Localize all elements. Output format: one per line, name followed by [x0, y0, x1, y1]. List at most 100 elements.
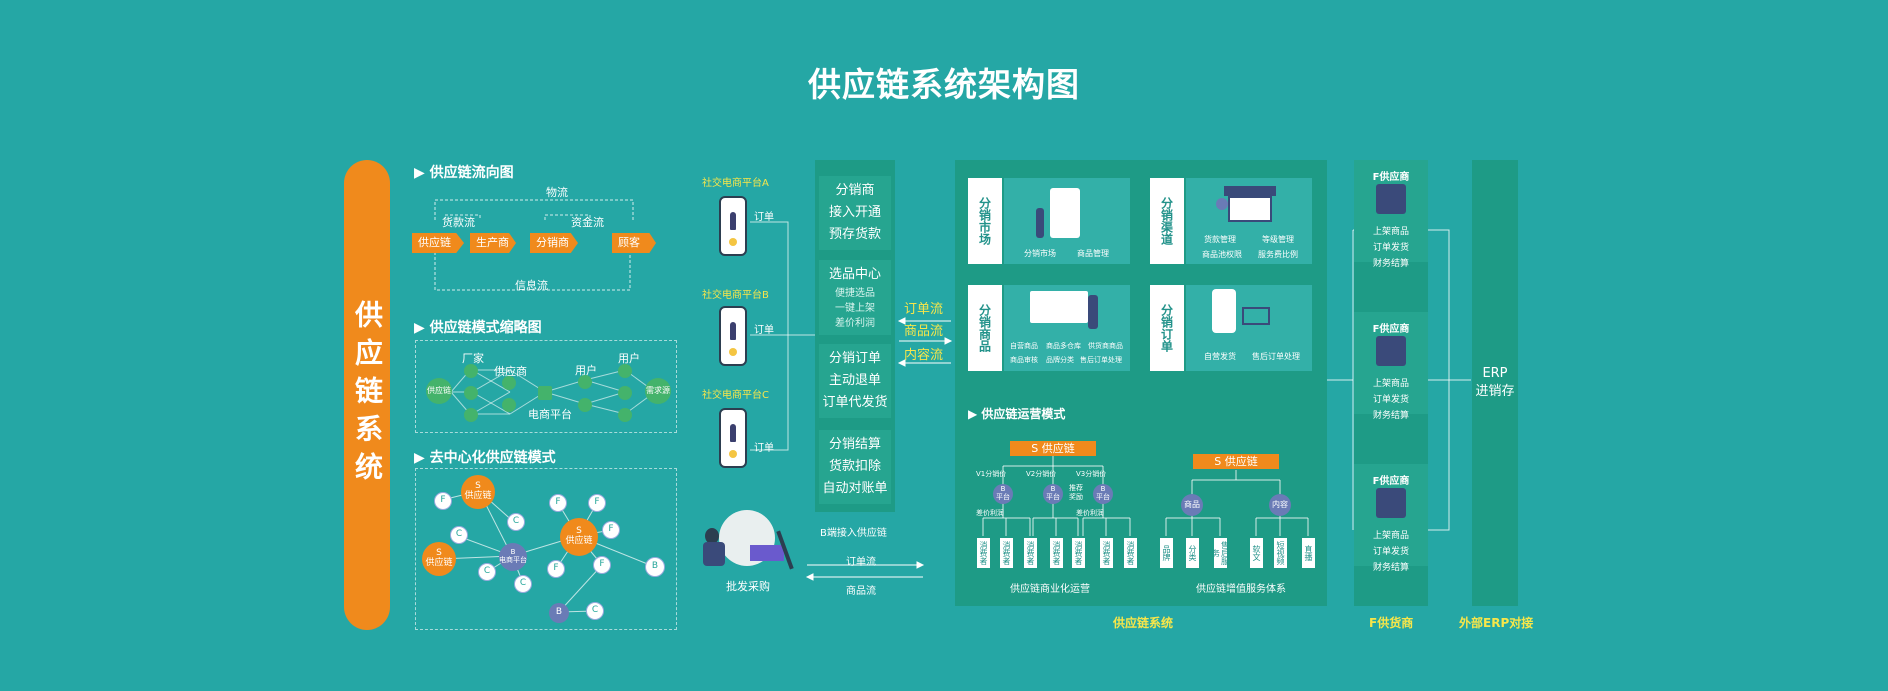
ops-left-caption: 供应链商业化运营: [1010, 584, 1090, 595]
product-center-block: 选品中心 便捷选品 一键上架 差价利润: [819, 260, 891, 335]
decentral-box: [415, 468, 677, 630]
flow-node-customer: 顾客: [612, 233, 656, 253]
footer-f-supply: F供货商: [1369, 616, 1414, 630]
card3-item6: 售后订单处理: [1080, 356, 1122, 364]
order-connector-lines: [750, 221, 816, 451]
middle-goods-flow: 商品流: [904, 324, 944, 339]
supplier-person-icon: [1376, 488, 1406, 518]
phone-icon: [719, 196, 747, 256]
bottom-goods-flow-label: 商品流: [846, 586, 876, 597]
supplier-icon: [502, 398, 516, 412]
distributor-access-block: 分销商 接入开通 预存货款: [819, 176, 891, 250]
phone-icon: [719, 408, 747, 468]
consumer-cell: 消费者: [977, 538, 990, 568]
factory-icon: [464, 408, 478, 422]
f-node: F: [549, 494, 567, 512]
card2-item4: 服务费比例: [1258, 250, 1298, 259]
ops-s-supply-right: S 供应链: [1193, 454, 1279, 469]
mid-block2-sub1: 便捷选品: [835, 288, 875, 299]
distributor-order-block: 分销订单 主动退单 订单代发货: [819, 344, 891, 418]
v2-price-label: V2分销价: [1026, 470, 1057, 478]
payment-flow-label: 货款流: [442, 216, 475, 229]
ops-b-platform-1: B 平台: [993, 484, 1013, 504]
material-flow-label: 物流: [546, 186, 568, 199]
fund-flow-label: 资金流: [571, 216, 604, 229]
footer-erp: 外部ERP对接: [1459, 616, 1534, 630]
card4-item1: 自营发货: [1204, 352, 1236, 361]
ops-margin-label-3: 差价利润: [1076, 509, 1104, 517]
bottom-flow-arrows: [805, 561, 925, 581]
order-label: 订单: [754, 325, 774, 336]
mid-block2-sub3: 差价利润: [835, 318, 875, 329]
ops-recommend-label: 推荐 奖励: [1069, 484, 1083, 501]
card1-item2: 商品管理: [1077, 249, 1109, 258]
b-node: B: [549, 603, 569, 623]
f-supplier-column: F供应商 上架商品 订单发货 财务结算 F供应商 上架商品 订单发货 财务结算 …: [1354, 160, 1428, 606]
mid-block4-line3: 自动对账单: [822, 481, 888, 496]
model-left-node: 供应链: [426, 378, 452, 404]
c-node: C: [478, 563, 496, 581]
info-flow-label: 信息流: [515, 279, 548, 292]
model-platform-label: 电商平台: [528, 408, 572, 421]
vas-leaf-video: 短视频: [1274, 538, 1287, 568]
f-supplier-card: F供应商 上架商品 订单发货 财务结算: [1354, 160, 1428, 269]
order-label: 订单: [754, 212, 774, 223]
model-section-title: ▶ 供应链模式缩略图: [414, 320, 542, 336]
model-box: [415, 340, 677, 433]
ops-section-title: ▶ 供应链运营模式: [968, 407, 1066, 421]
f-item-2: 订单发货: [1372, 547, 1409, 557]
social-platform-b-label: 社交电商平台B: [702, 290, 769, 301]
f-item-1: 上架商品: [1372, 379, 1409, 389]
s-supply-node: S 供应链: [422, 542, 456, 576]
f-supplier-title: F供应商: [1372, 324, 1410, 335]
model-factory-label: 厂家: [462, 352, 484, 365]
card3-item2: 商品多仓库: [1046, 342, 1081, 350]
vas-leaf-live: 直播: [1302, 538, 1315, 568]
f-item-3: 财务结算: [1372, 563, 1409, 573]
decentral-section-title: ▶ 去中心化供应链模式: [414, 450, 556, 466]
user-icon: [618, 364, 632, 378]
v1-price-label: V1分销价: [976, 470, 1007, 478]
b-access-label: B端接入供应链: [820, 528, 887, 539]
flow-node-distributor: 分销商: [530, 233, 578, 253]
s-supply-node: S 供应链: [461, 475, 495, 509]
distributor-settlement-block: 分销结算 货款扣除 自动对账单: [819, 430, 891, 504]
card4-item2: 售后订单处理: [1252, 352, 1300, 361]
consumer-cell: 消费者: [1050, 538, 1063, 568]
wholesale-illustration: [703, 510, 801, 575]
middle-order-flow: 订单流: [904, 302, 944, 317]
f-supplier-title: F供应商: [1372, 172, 1410, 183]
platform-icon: [538, 386, 552, 400]
social-platform-a-label: 社交电商平台A: [702, 178, 769, 189]
f-node: F: [434, 492, 452, 510]
vas-leaf-aftersale: 售后服务: [1212, 538, 1230, 568]
middle-flow-arrows: [897, 317, 953, 367]
card-label-goods: 分销商品: [968, 285, 1002, 371]
f-supplier-card: F供应商 上架商品 订单发货 财务结算: [1354, 464, 1428, 573]
social-platform-c-label: 社交电商平台C: [702, 390, 769, 401]
supplier-person-icon: [1376, 336, 1406, 366]
page-title: 供应链系统架构图: [808, 65, 1080, 104]
card-label-channel: 分销渠道: [1150, 178, 1184, 264]
mid-block1-line2: 接入开通: [828, 205, 881, 220]
distribution-market-card: 分销市场 商品管理: [1004, 178, 1130, 264]
flow-section-title: ▶ 供应链流向图: [414, 165, 514, 181]
decentral-lines: [439, 490, 656, 613]
card3-item5: 品牌分类: [1046, 356, 1074, 364]
mid-block4-line1: 分销结算: [828, 437, 881, 452]
consumer-cell: 消费者: [1000, 538, 1013, 568]
card3-item4: 商品审核: [1010, 356, 1038, 364]
user-icon: [618, 386, 632, 400]
distribution-order-card: 自营发货 售后订单处理: [1186, 285, 1312, 371]
ops-content-node: 内容: [1269, 494, 1291, 516]
supplier-icon: [502, 376, 516, 390]
card1-item1: 分销市场: [1024, 249, 1056, 258]
right-connectors: [1327, 229, 1471, 531]
ops-tree-lines: [982, 456, 1309, 536]
c-node: C: [507, 513, 525, 531]
user-icon: [618, 408, 632, 422]
card2-item2: 等级管理: [1262, 235, 1294, 244]
bottom-order-flow-label: 订单流: [846, 557, 876, 568]
consumer-cell: 消费者: [1124, 538, 1137, 568]
wholesale-label: 批发采购: [726, 580, 770, 593]
